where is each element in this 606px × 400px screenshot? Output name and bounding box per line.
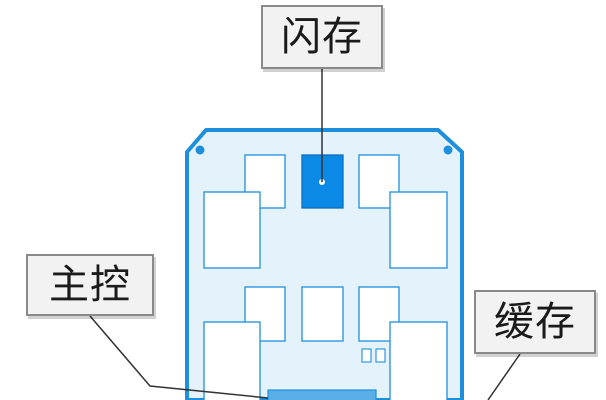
chip [389,321,448,400]
flash-label: 闪存 [261,5,383,69]
chip [203,321,261,400]
small-component [361,348,372,363]
small-component [375,348,386,363]
chip [389,191,448,269]
cache-label: 缓存 [474,290,596,354]
controller-leader-line [89,315,269,399]
chip [301,286,344,342]
controller-chip [267,389,377,400]
mount-hole-right [443,145,453,155]
chip [203,191,261,269]
controller-label: 主控 [26,254,154,316]
mount-hole-left [195,145,205,155]
cache-leader-line [487,353,521,400]
chip [358,286,400,342]
